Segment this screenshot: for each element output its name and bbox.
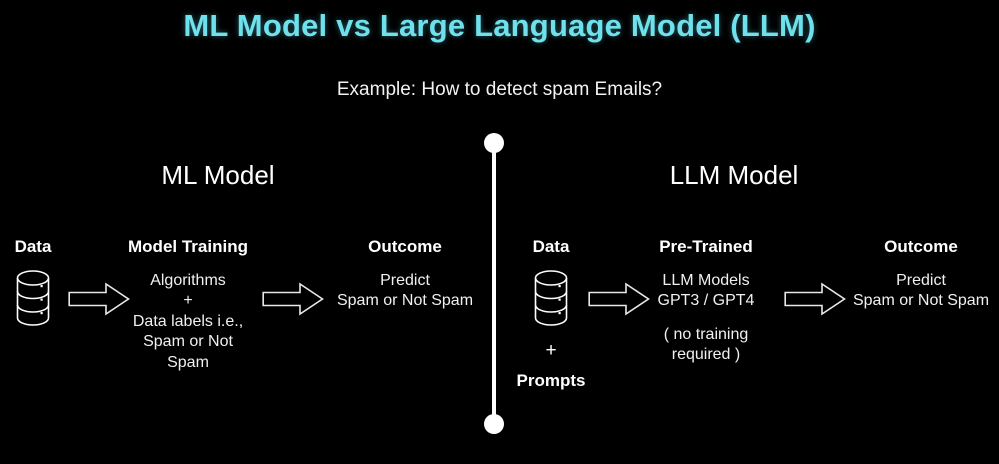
column-ml-outcome-label: Outcome [368, 237, 442, 256]
body-line: Algorithms [150, 271, 226, 289]
page-title: ML Model vs Large Language Model (LLM) [183, 8, 816, 43]
column-llm-data-label: Data [532, 237, 570, 256]
column-llm-outcome-label: Outcome [884, 237, 958, 256]
column-ml-outcome: Outcome Predict Spam or Not Spam [322, 237, 488, 312]
body-line: Predict [380, 271, 430, 289]
divider-bottom-dot [484, 414, 504, 434]
database-icon [16, 269, 50, 326]
body-line: LLM Models [662, 271, 750, 289]
divider-top-dot [484, 133, 504, 153]
body-spacer [630, 312, 782, 325]
body-line: + [183, 292, 193, 310]
database-icon [534, 269, 568, 326]
body-line: Spam [167, 353, 209, 371]
body-line: Predict [896, 271, 946, 289]
column-ml-outcome-body: Predict Spam or Not Spam [322, 271, 488, 312]
body-line: Spam or Not Spam [336, 292, 474, 310]
column-ml-model-training-body: Algorithms + Data labels i.e., Spam or N… [110, 271, 266, 373]
column-ml-model-training: Model Training Algorithms + Data labels … [110, 237, 266, 373]
column-llm-outcome-body: Predict Spam or Not Spam [838, 271, 999, 312]
arrow-ml-training-to-outcome [262, 282, 324, 316]
section-heading-llm: LLM Model [669, 160, 799, 190]
arrow-llm-data-to-pretrained [588, 282, 650, 316]
body-line: Spam or Not Spam [852, 292, 990, 310]
vertical-divider [492, 144, 496, 426]
arrow-ml-data-to-training [68, 282, 130, 316]
column-ml-model-training-label: Model Training [128, 237, 248, 256]
page-subtitle: Example: How to detect spam Emails? [336, 79, 663, 100]
column-llm-pretrained: Pre-Trained LLM Models GPT3 / GPT4 ( no … [630, 237, 782, 366]
column-ml-data-label: Data [14, 237, 52, 256]
column-llm-data: Data + Prompts [510, 237, 592, 390]
section-heading-ml: ML Model [161, 160, 275, 190]
column-llm-data-prompts-label: Prompts [516, 370, 586, 390]
body-line: Spam or Not [143, 333, 233, 351]
column-ml-data: Data [0, 237, 68, 327]
column-llm-outcome: Outcome Predict Spam or Not Spam [838, 237, 999, 312]
body-line: required ) [671, 346, 741, 364]
arrow-llm-pretrained-to-outcome [784, 282, 846, 316]
column-llm-pretrained-label: Pre-Trained [659, 237, 753, 256]
body-line: ( no training [663, 325, 749, 343]
body-line: GPT3 / GPT4 [657, 292, 755, 310]
body-line: Data labels i.e., [132, 312, 244, 330]
column-llm-pretrained-body: LLM Models GPT3 / GPT4 ( no training req… [630, 271, 782, 366]
column-llm-data-plus: + [545, 339, 557, 361]
